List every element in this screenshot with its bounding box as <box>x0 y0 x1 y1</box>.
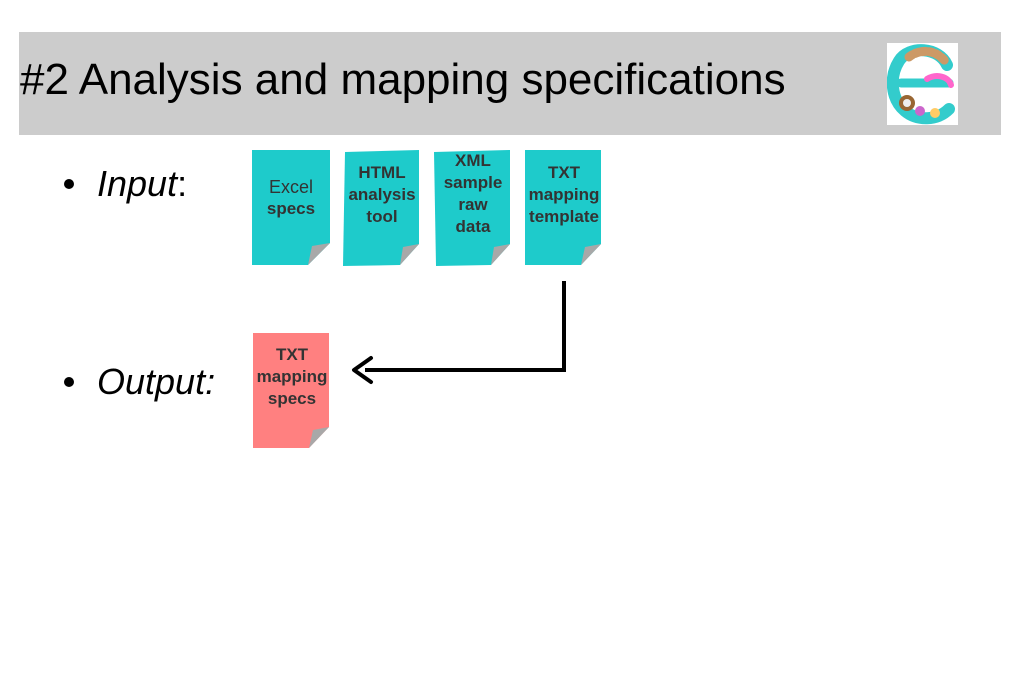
doc-line: raw <box>458 195 488 214</box>
bullet-dot <box>64 179 74 189</box>
arrow-head-icon <box>352 356 373 384</box>
bullet-input: Input: <box>64 163 188 204</box>
doc-line: template <box>529 207 599 226</box>
colorful-e-logo-icon <box>886 43 958 125</box>
document-icon <box>525 150 601 265</box>
doc-line: XML <box>455 151 491 170</box>
doc-line: analysis <box>348 185 416 204</box>
doc-line: HTML <box>358 163 406 182</box>
doc-line: specs <box>267 389 317 408</box>
document-icon <box>253 333 329 448</box>
input-colon: : <box>177 163 188 204</box>
doc-line: sample <box>443 173 503 192</box>
doc-xml-sample-raw-data: XML sample raw data <box>434 150 512 266</box>
doc-line: data <box>455 217 491 236</box>
input-label: Input <box>97 163 178 204</box>
doc-html-analysis-tool: HTML analysis tool <box>343 150 421 266</box>
connector-line <box>365 281 566 372</box>
doc-line: mapping <box>528 185 600 204</box>
slide-title: #2 Analysis and mapping specifications <box>20 55 786 104</box>
doc-line: TXT <box>275 345 309 364</box>
doc-line: TXT <box>547 163 581 182</box>
doc-txt-mapping-specs: TXT mapping specs <box>253 333 331 448</box>
document-icon <box>252 150 330 265</box>
doc-line: specs <box>266 199 316 218</box>
document-icon <box>343 150 419 266</box>
doc-txt-mapping-template: TXT mapping template <box>525 150 603 265</box>
document-icon <box>434 150 510 266</box>
output-label: Output: <box>97 361 216 402</box>
doc-line: tool <box>366 207 398 226</box>
logo <box>886 43 958 125</box>
bullet-dot <box>64 377 74 387</box>
doc-line: Excel <box>268 177 313 197</box>
title-bar <box>19 32 1001 135</box>
doc-excel-specs: Excel specs <box>252 150 330 265</box>
doc-line: mapping <box>256 367 328 386</box>
bullet-output: Output: <box>64 361 216 402</box>
